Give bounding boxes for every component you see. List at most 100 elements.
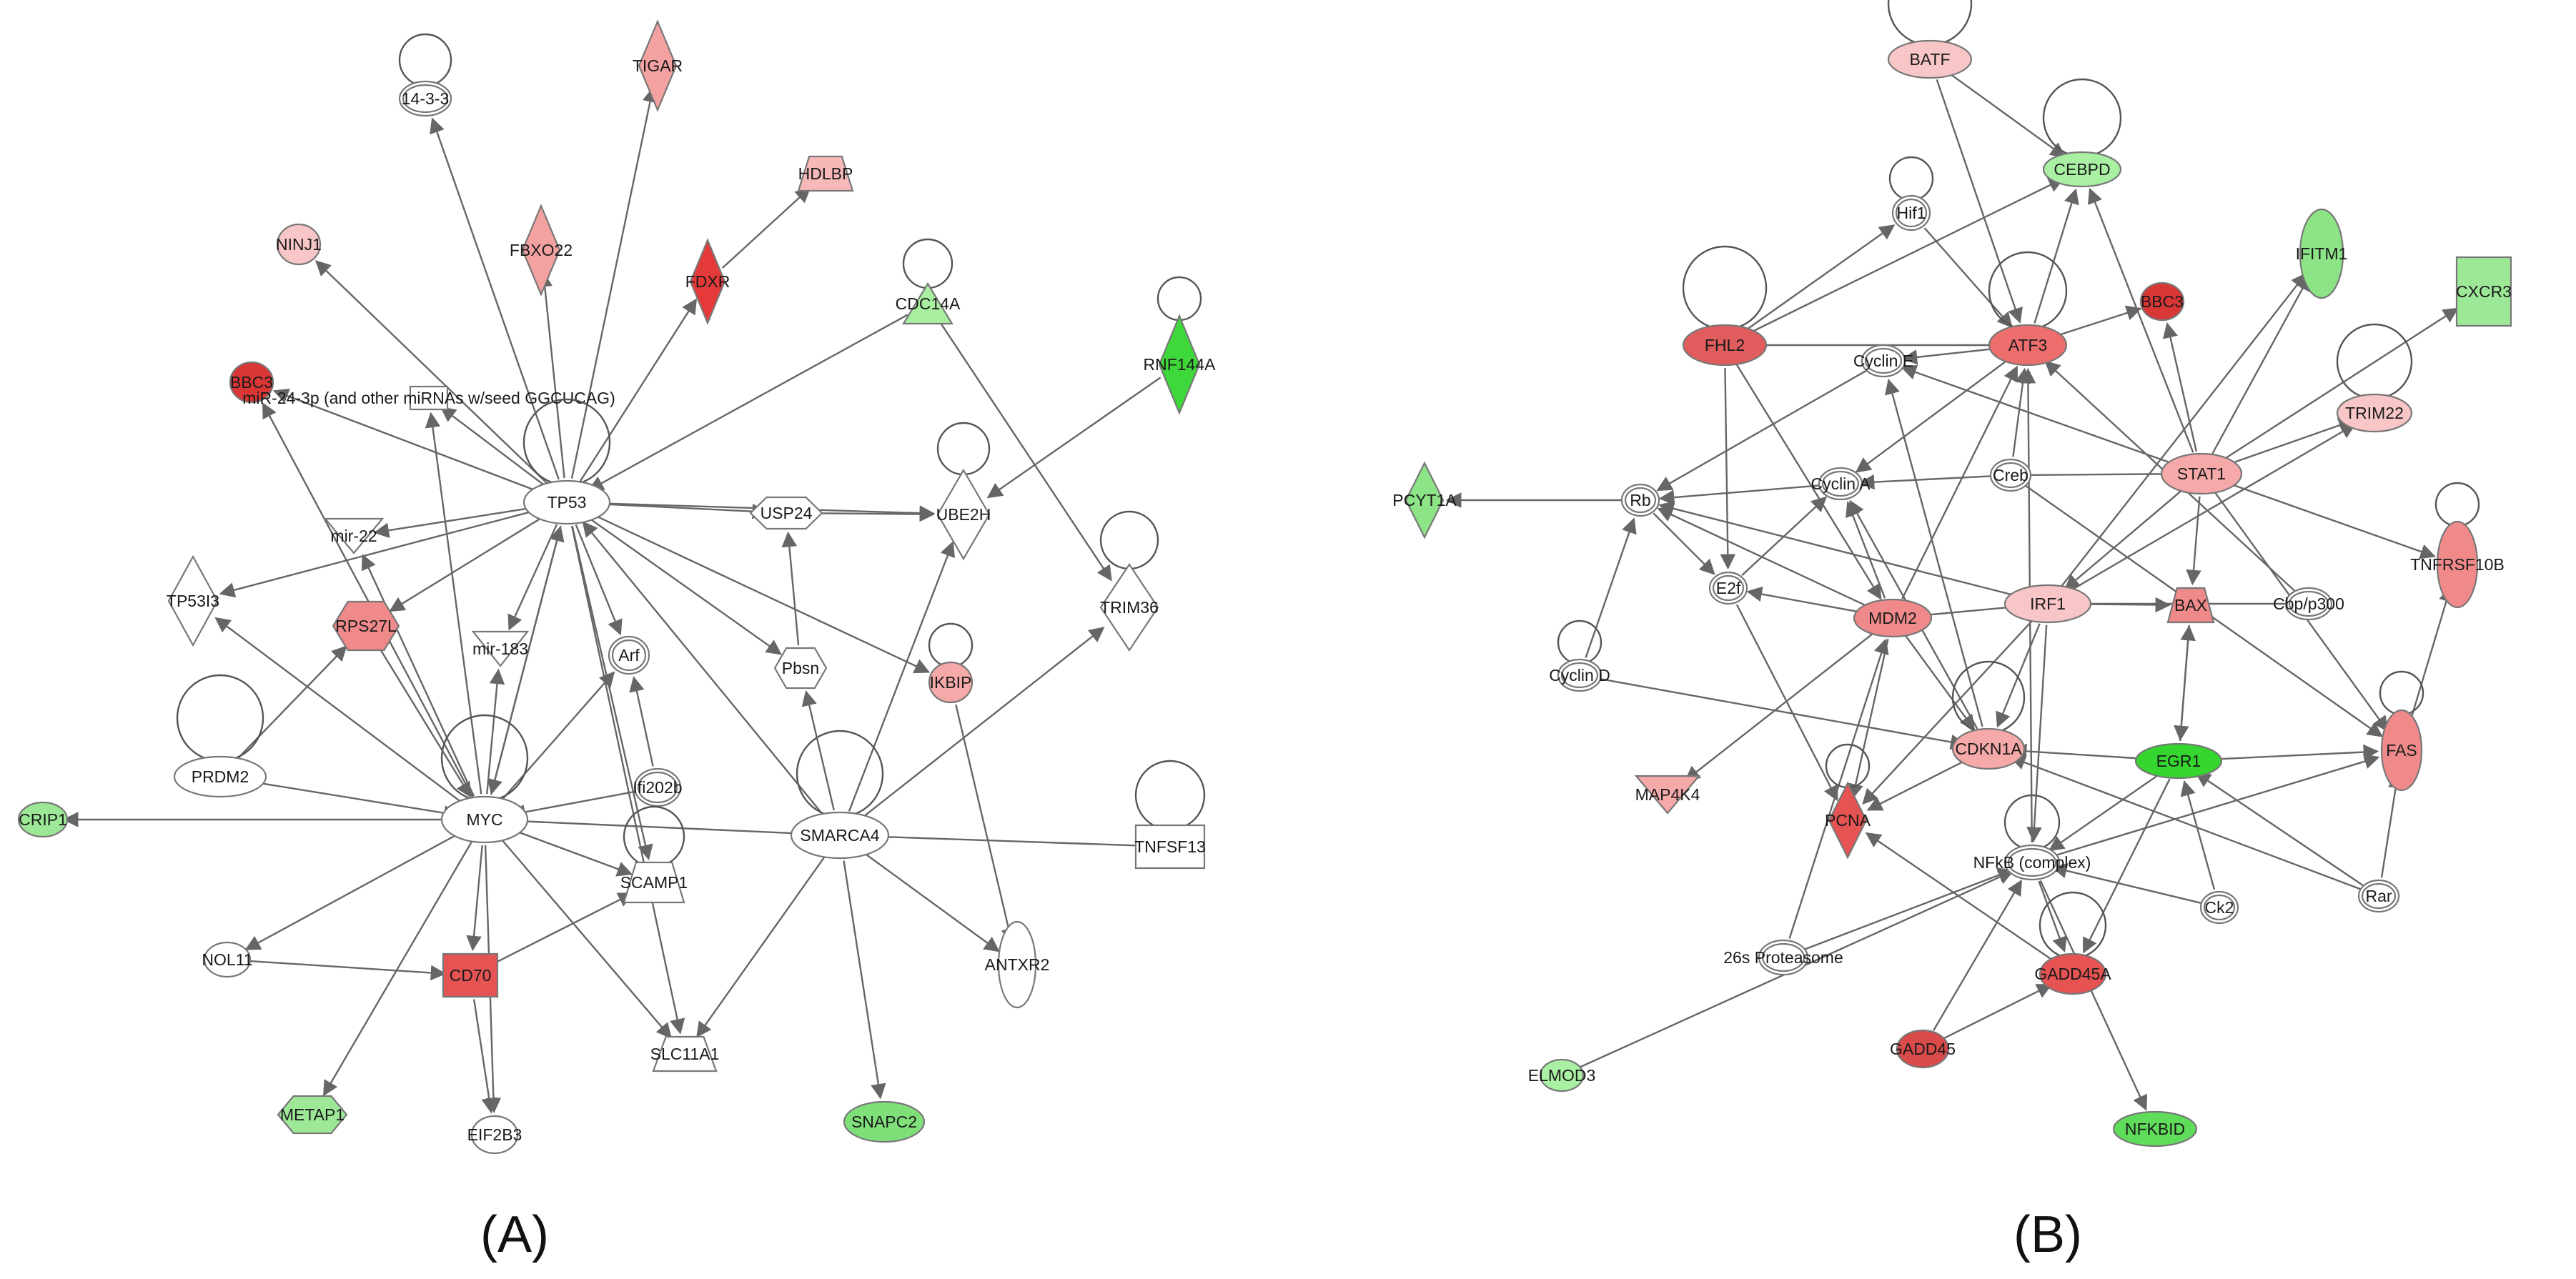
node-a_scamp1[interactable]: SCAMP1 [620, 805, 688, 904]
node-a_antxr2[interactable]: ANTXR2 [985, 920, 1050, 1009]
node-b_e2f[interactable]: E2f [1708, 571, 1748, 605]
node-a_mir22[interactable]: mir-22 [323, 517, 385, 554]
edge-b_batf-to-b_cebpd [1946, 71, 2066, 158]
node-b_map4k4[interactable]: MAP4K4 [1634, 775, 1701, 815]
node-a_rnf144a[interactable]: RNF144A [1144, 276, 1217, 415]
node-a_mir183[interactable]: mir-183 [471, 630, 530, 667]
node-b_nfkb[interactable]: NFkB (complex) [1973, 794, 2091, 881]
node-a_mir24[interactable]: miR-24-3p (and other miRNAs w/seed GGCUC… [242, 385, 615, 411]
node-shape-a_slc11a1 [652, 1035, 718, 1073]
node-b_cdkn1a[interactable]: CDKN1A [1951, 660, 2026, 770]
node-b_mdm2[interactable]: MDM2 [1853, 598, 1933, 638]
node-b_ifitm1[interactable]: IFITM1 [2296, 208, 2348, 299]
node-b_cycline[interactable]: Cyclin E [1853, 344, 1913, 378]
node-a_crip1[interactable]: CRIP1 [17, 801, 69, 838]
node-b_cebpd[interactable]: CEBPD [2042, 78, 2122, 188]
node-a_fdxr[interactable]: FDXR [685, 238, 730, 325]
node-b_tnfrsf10b[interactable]: TNFRSF10B [2410, 482, 2505, 609]
node-a_snapc2[interactable]: SNAPC2 [843, 1100, 926, 1143]
node-a_cd70[interactable]: CD70 [442, 952, 499, 998]
node-shape-a_ninj1 [276, 223, 322, 266]
node-b_irf1[interactable]: IRF1 [2003, 584, 2092, 624]
node-b_creb[interactable]: Creb [1989, 458, 2032, 492]
node-shape-a_hdlbp [797, 155, 854, 192]
node-b_nfkbid[interactable]: NFKBID [2112, 1110, 2198, 1148]
node-b_stat1[interactable]: STAT1 [2160, 452, 2243, 495]
node-b_fhl2[interactable]: FHL2 [1682, 245, 1768, 367]
node-b_atf3[interactable]: ATF3 [1988, 251, 2068, 367]
node-a_slc11a1[interactable]: SLC11A1 [650, 1035, 720, 1073]
edge-b_mdm2-to-b_rb [1657, 507, 1874, 610]
node-a_ninj1[interactable]: NINJ1 [276, 223, 322, 266]
node-label-b_nfkbid: NFKBID [2125, 1120, 2185, 1138]
node-a_smarca4[interactable]: SMARCA4 [790, 730, 890, 860]
edge-a_tp53-to-a_mir183 [507, 524, 558, 631]
node-a_trim36[interactable]: TRIM36 [1099, 510, 1159, 652]
node-label-b_e2f: E2f [1716, 579, 1741, 597]
node-b_batf[interactable]: BATF [1887, 0, 1973, 79]
node-a_tp53[interactable]: TP53 [522, 398, 611, 525]
edge-b_hif1-to-b_atf3 [1923, 227, 2013, 329]
node-b_cxcr3[interactable]: CXCR3 [2455, 256, 2512, 327]
node-a_1433[interactable]: 14-3-3 [398, 33, 452, 117]
node-b_cyclina[interactable]: Cyclin A [1810, 467, 1871, 501]
node-a_hdlbp[interactable]: HDLBP [797, 155, 854, 192]
edge-b_26s-to-b_nfkb [1801, 867, 2013, 952]
node-b_elmod3[interactable]: ELMOD3 [1528, 1058, 1596, 1093]
node-b_bbc3[interactable]: BBC3 [2139, 282, 2185, 322]
edge-a_tp53-to-a_1433 [430, 117, 560, 480]
node-a_eif2b3[interactable]: EIF2B3 [467, 1115, 522, 1155]
edge-b_atf3-to-b_cyclina [1855, 358, 2010, 473]
node-a_usp24[interactable]: USP24 [749, 496, 823, 530]
node-shape-a_1433 [398, 80, 452, 117]
edge-a_tp53-to-a_tigar [570, 86, 658, 479]
node-a_arf[interactable]: Arf [608, 635, 650, 675]
edge-b_fhl2-to-b_cebpd [1745, 178, 2065, 336]
node-a_fbxo22[interactable]: FBXO22 [510, 204, 573, 297]
node-b_gadd45[interactable]: GADD45 [1890, 1029, 1956, 1069]
node-a_tigar[interactable]: TIGAR [633, 19, 683, 112]
edge-b_irf1-to-b_rb [1658, 501, 2028, 599]
node-a_cdc14a[interactable]: CDC14A [896, 238, 961, 325]
node-b_26s[interactable]: 26s Proteasome [1723, 939, 1843, 976]
node-a_tnfsf13[interactable]: TNFSF13 [1134, 760, 1206, 870]
edge-a_smarca4-to-a_ube2h [848, 541, 955, 812]
node-b_fas[interactable]: FAS [2379, 670, 2424, 792]
node-shape-a_ube2h [936, 468, 991, 561]
node-label-a_mir183: mir-183 [472, 640, 528, 658]
node-b_trim22[interactable]: TRIM22 [2336, 323, 2413, 433]
node-b_egr1[interactable]: EGR1 [2134, 742, 2223, 780]
node-a_ifi202b[interactable]: Ifi202b [633, 767, 683, 807]
node-b_ck2[interactable]: Ck2 [2199, 890, 2239, 925]
node-label-b_rb: Rb [1630, 491, 1650, 509]
node-a_myc[interactable]: MYC [440, 714, 529, 844]
node-a_prdm2[interactable]: PRDM2 [173, 674, 267, 798]
node-b_bax[interactable]: BAX [2166, 587, 2215, 624]
node-label-a_hdlbp: HDLBP [798, 164, 853, 183]
edge-a_tp53-to-a_slc11a1 [570, 525, 685, 1035]
edge-a_tp53-to-a_tp53i3 [219, 507, 544, 598]
node-b_rar[interactable]: Rar [2357, 879, 2400, 913]
node-a_bbc3[interactable]: BBC3 [229, 361, 274, 404]
edge-b_cycline-to-b_rb [1656, 369, 1868, 492]
node-b_cyclind[interactable]: Cyclin D [1549, 619, 1610, 692]
node-b_rb[interactable]: Rb [1620, 483, 1660, 517]
node-b_cbpp300[interactable]: Cbp/p300 [2273, 587, 2344, 621]
node-label-b_cbpp300: Cbp/p300 [2273, 594, 2344, 613]
self-loop-a_cdc14a [902, 238, 953, 289]
node-a_ikbip[interactable]: IKBIP [928, 622, 974, 704]
node-b_gadd45a[interactable]: GADD45A [2034, 891, 2111, 995]
node-a_metap1[interactable]: METAP1 [277, 1095, 348, 1135]
node-a_nol11[interactable]: NOL11 [202, 941, 253, 978]
node-label-a_ninj1: NINJ1 [276, 235, 322, 254]
node-b_pcyt1a[interactable]: PCYT1A [1392, 461, 1457, 539]
node-shape-a_smarca4 [790, 811, 890, 860]
node-b_pcna[interactable]: PCNA [1825, 743, 1871, 860]
node-a_rps27l[interactable]: RPS27L [332, 600, 400, 652]
node-a_tp53i3[interactable]: TP53I3 [167, 554, 219, 647]
edge-a_smarca4-to-a_myc [510, 813, 815, 835]
node-shape-b_e2f [1708, 571, 1748, 605]
node-a_pbsn[interactable]: Pbsn [773, 647, 828, 690]
node-a_ube2h[interactable]: UBE2H [936, 422, 991, 561]
node-b_hif1[interactable]: Hif1 [1888, 156, 1934, 232]
